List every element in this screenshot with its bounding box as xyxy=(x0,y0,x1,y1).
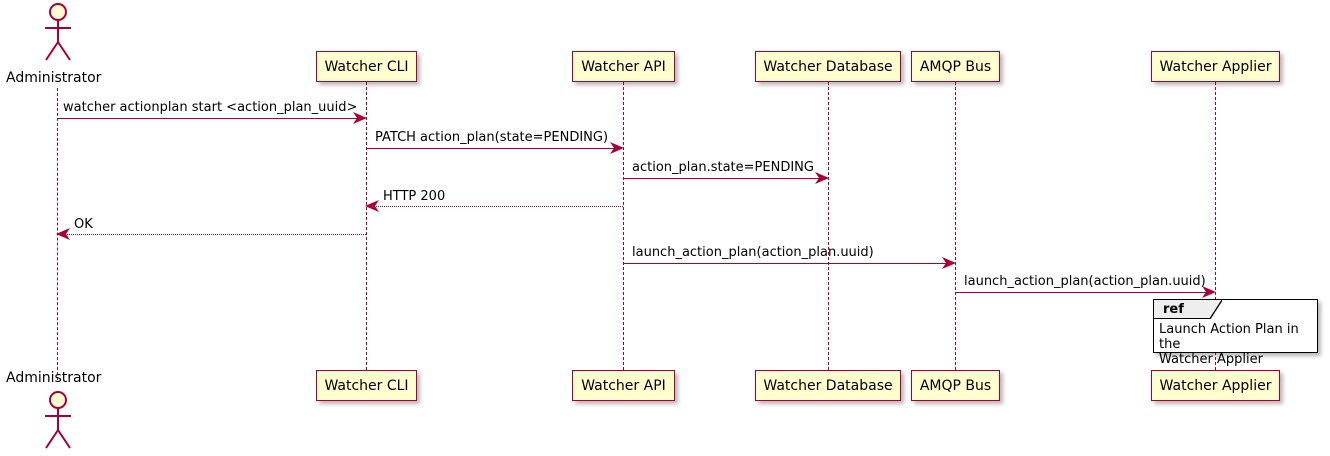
participant-watcher-api-top[interactable]: Watcher API xyxy=(572,51,675,82)
lifeline-watcher-cli xyxy=(366,82,367,370)
ref-keyword-label: ref xyxy=(1163,301,1184,317)
participant-watcher-api-bottom[interactable]: Watcher API xyxy=(572,370,675,401)
ref-fragment-tab: ref xyxy=(1154,300,1222,319)
arrowhead-msg-2 xyxy=(610,142,624,154)
actor-label-administrator-bottom: Administrator xyxy=(6,370,102,386)
lifeline-amqp-bus xyxy=(955,82,956,370)
arrowhead-msg-7 xyxy=(1202,286,1216,298)
actor-label-administrator-top: Administrator xyxy=(6,70,102,86)
participant-label: Watcher Applier xyxy=(1159,377,1272,394)
message-label-msg-1: watcher actionplan start <action_plan_uu… xyxy=(63,100,358,115)
ref-fragment[interactable]: ref Launch Action Plan in the Watcher Ap… xyxy=(1153,299,1318,367)
actor-administrator-top xyxy=(45,3,71,61)
arrowhead-msg-5 xyxy=(56,228,70,240)
participant-label: Watcher API xyxy=(581,377,666,394)
actor-administrator-bottom xyxy=(45,391,71,449)
lifeline-watcher-api xyxy=(623,82,624,370)
message-label-msg-3: action_plan.state=PENDING xyxy=(632,160,814,175)
participant-watcher-applier-top[interactable]: Watcher Applier xyxy=(1151,51,1280,82)
arrowhead-msg-4 xyxy=(365,200,379,212)
message-label-msg-2: PATCH action_plan(state=PENDING) xyxy=(375,130,609,145)
participant-label: AMQP Bus xyxy=(919,377,992,394)
participant-watcher-database-top[interactable]: Watcher Database xyxy=(755,51,901,82)
message-label-msg-6: launch_action_plan(action_plan.uuid) xyxy=(632,245,874,260)
arrowhead-msg-6 xyxy=(942,257,956,269)
participant-label: Watcher Applier xyxy=(1159,58,1272,75)
message-line-msg-4 xyxy=(372,206,623,207)
ref-fragment-text: Launch Action Plan in the Watcher Applie… xyxy=(1159,322,1299,367)
message-line-msg-5 xyxy=(63,234,366,235)
message-line-msg-3 xyxy=(623,178,822,179)
participant-label: Watcher CLI xyxy=(324,58,409,75)
participant-watcher-applier-bottom[interactable]: Watcher Applier xyxy=(1151,370,1280,401)
participant-label: AMQP Bus xyxy=(919,58,992,75)
message-line-msg-6 xyxy=(623,263,949,264)
participant-amqp-bus-top[interactable]: AMQP Bus xyxy=(911,51,1000,82)
message-line-msg-2 xyxy=(366,148,617,149)
message-label-msg-5: OK xyxy=(74,217,93,232)
participant-watcher-cli-bottom[interactable]: Watcher CLI xyxy=(316,370,417,401)
participant-label: Watcher Database xyxy=(763,58,893,75)
participant-label: Watcher Database xyxy=(763,377,893,394)
ref-fragment-notch xyxy=(1210,300,1222,319)
arrowhead-msg-1 xyxy=(353,112,367,124)
message-label-msg-7: launch_action_plan(action_plan.uuid) xyxy=(964,274,1206,289)
participant-watcher-database-bottom[interactable]: Watcher Database xyxy=(755,370,901,401)
lifeline-watcher-database xyxy=(828,82,829,370)
lifeline-watcher-applier xyxy=(1215,82,1216,370)
participant-label: Watcher API xyxy=(581,58,666,75)
participant-amqp-bus-bottom[interactable]: AMQP Bus xyxy=(911,370,1000,401)
message-label-msg-4: HTTP 200 xyxy=(383,189,446,204)
participant-label: Watcher CLI xyxy=(324,377,409,394)
arrowhead-msg-3 xyxy=(815,172,829,184)
participant-watcher-cli-top[interactable]: Watcher CLI xyxy=(316,51,417,82)
message-line-msg-7 xyxy=(955,292,1209,293)
message-line-msg-1 xyxy=(57,118,360,119)
